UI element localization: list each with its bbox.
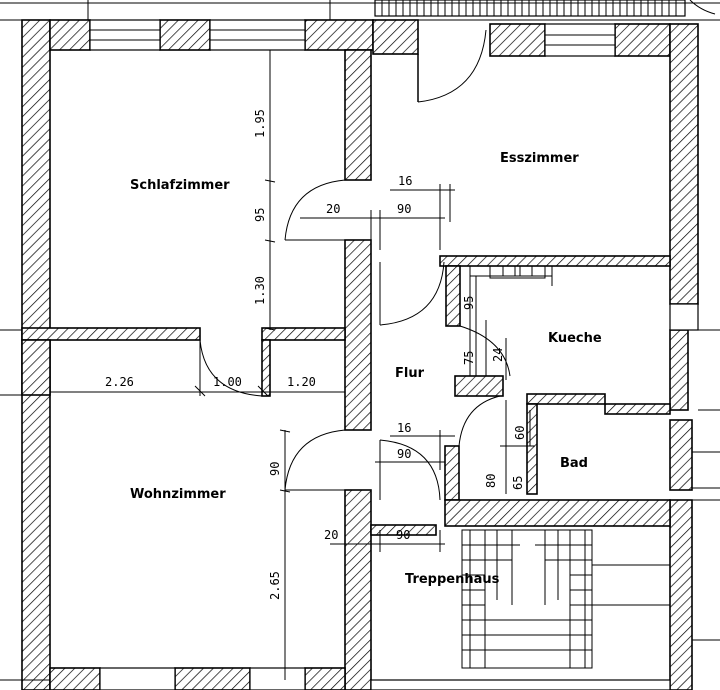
dim-120: 1.20 [287, 375, 316, 389]
dim-75: 75 [462, 351, 476, 365]
room-label-wohnzimmer: Wohnzimmer [130, 487, 226, 502]
balcony-railing [0, 0, 720, 21]
room-label-flur: Flur [395, 366, 425, 381]
dim-90-b: 90 [397, 447, 411, 461]
dim-90-d: 90 [396, 528, 410, 542]
dim-265: 2.65 [268, 571, 282, 600]
room-label-schlafzimmer: Schlafzimmer [130, 178, 230, 193]
windows [21, 19, 699, 690]
outline-marks [0, 329, 720, 681]
dim-90-a: 90 [397, 202, 411, 216]
dim-95-b: 95 [462, 296, 476, 310]
room-label-kueche: Kueche [548, 331, 602, 346]
dim-60: 60 [513, 426, 527, 440]
dim-130: 1.30 [253, 276, 267, 305]
dim-226: 2.26 [105, 375, 134, 389]
dim-80: 80 [484, 474, 498, 488]
room-label-esszimmer: Esszimmer [500, 151, 579, 166]
walls [21, 19, 699, 690]
room-label-treppenhaus: Treppenhaus [405, 572, 500, 587]
dim-100: 1.00 [213, 375, 242, 389]
dimension-lines [50, 50, 535, 680]
dim-90-c: 90 [268, 462, 282, 476]
dim-16-b: 16 [397, 421, 411, 435]
staircase [461, 529, 671, 669]
dim-20-a: 20 [326, 202, 340, 216]
dim-16-a: 16 [398, 174, 412, 188]
kitchen-fixtures [469, 265, 553, 376]
dim-95-a: 95 [253, 208, 267, 222]
dim-24: 24 [491, 348, 505, 362]
room-label-bad: Bad [560, 456, 588, 471]
dim-20-b: 20 [324, 528, 338, 542]
dim-195: 1.95 [253, 109, 267, 138]
dim-65: 65 [511, 476, 525, 490]
